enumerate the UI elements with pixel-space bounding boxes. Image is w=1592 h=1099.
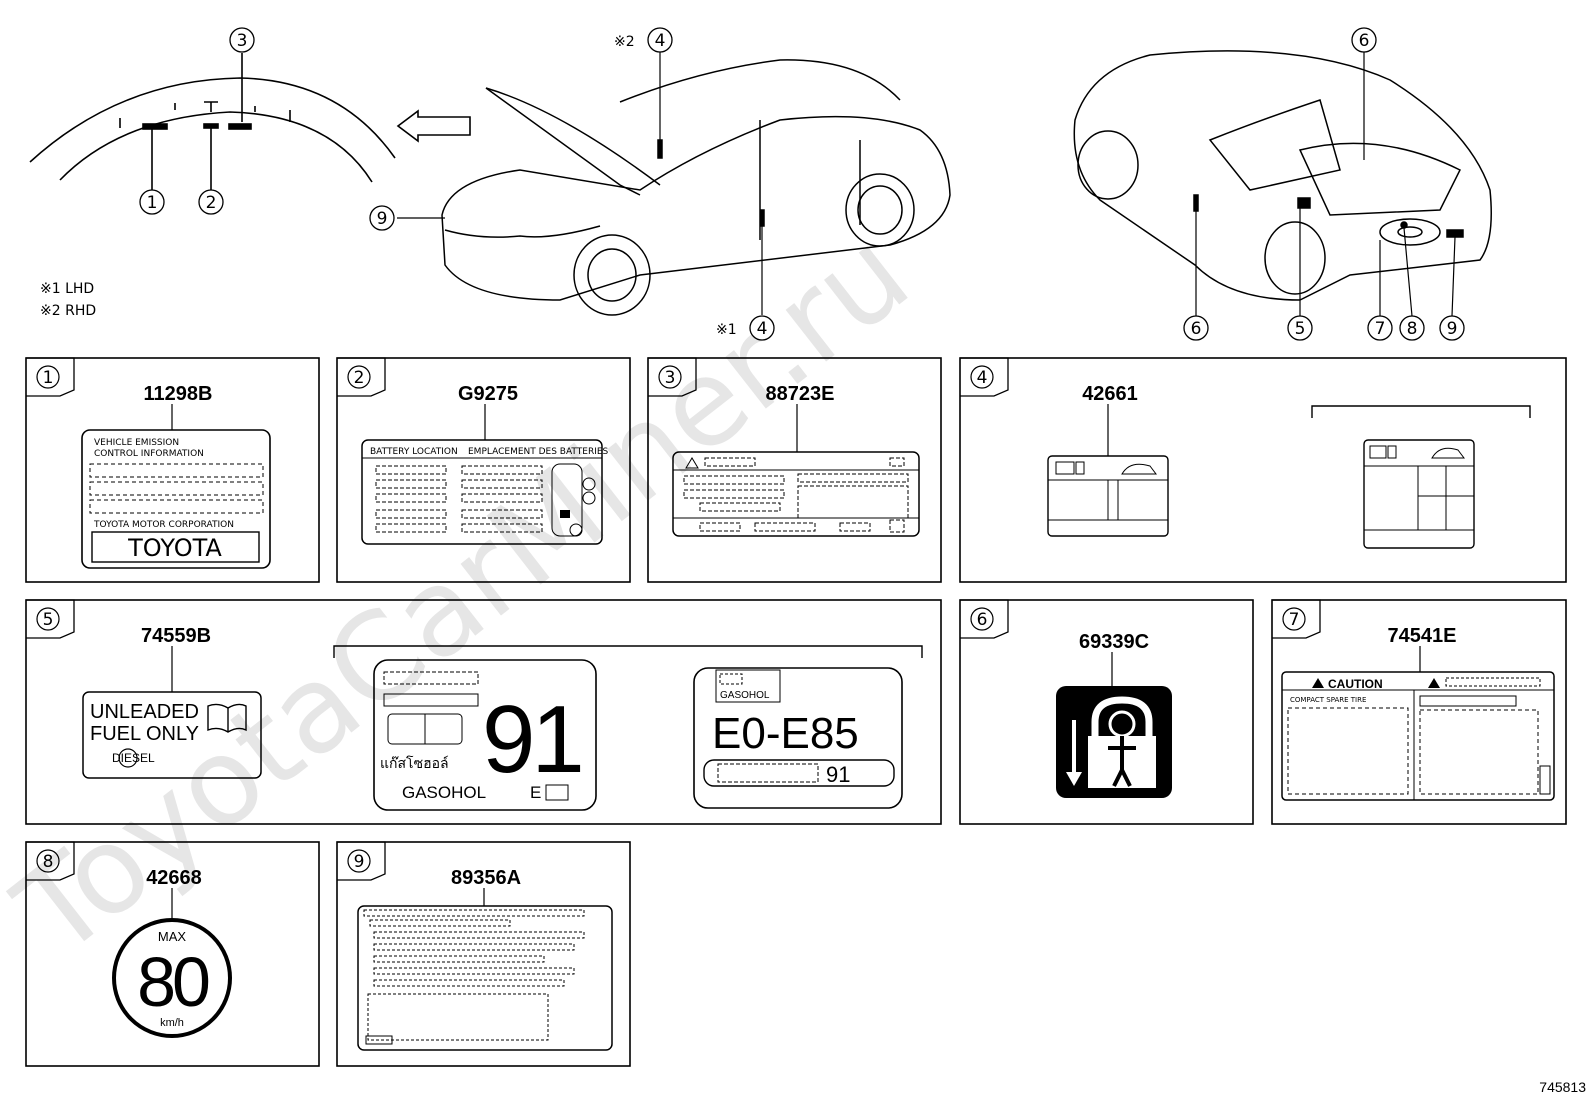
panel-1-part-number: 11298B — [144, 383, 213, 405]
panel-2: 2 G9275 BATTERY LOCATION EMPLACEMENT DES… — [336, 357, 631, 583]
callout-9-front: 9 — [369, 205, 395, 231]
panel-9: 9 89356A — [336, 841, 631, 1067]
battery-location-fr-text: EMPLACEMENT DES BATTERIES — [468, 447, 609, 457]
panel-3-number: 3 — [665, 368, 676, 388]
callout-6-rear-bottom: 6 — [1183, 315, 1209, 341]
panel-2-part-number: G9275 — [458, 383, 518, 405]
panel-8-part-number: 42668 — [146, 867, 202, 889]
panel-4-number: 4 — [977, 368, 988, 388]
fuel-only-text: FUEL ONLY — [90, 723, 199, 745]
speed-unit-text: km/h — [160, 1017, 184, 1029]
panel-1-number: 1 — [43, 368, 54, 388]
svg-text:9: 9 — [1447, 319, 1458, 339]
svg-text:5: 5 — [1295, 319, 1306, 339]
octane-91-text: 91 — [482, 686, 581, 793]
diesel-text: DIESEL — [112, 751, 155, 765]
callout-2-top: 2 — [198, 189, 224, 215]
svg-text:6: 6 — [1191, 319, 1202, 339]
callout-6-rear-top: 6 — [1351, 27, 1377, 53]
speed-limit-sign — [112, 918, 232, 1038]
svg-text:2: 2 — [206, 193, 217, 213]
panel-1: 1 11298B VEHICLE EMISSION CONTROL INFORM… — [25, 357, 320, 583]
emission-label-line-2: CONTROL INFORMATION — [94, 449, 204, 459]
toyota-brand-text: TOYOTA — [127, 534, 222, 562]
car-rear-view-sketch — [1073, 50, 1492, 317]
max-text: MAX — [158, 929, 187, 944]
panel-2-number: 2 — [354, 368, 365, 388]
gasohol-small-text: GASOHOL — [720, 690, 770, 701]
manual-book-icon — [207, 703, 247, 733]
panel-5-number: 5 — [43, 610, 54, 630]
direction-arrow-icon — [396, 109, 471, 143]
callout-7-rear: 7 — [1367, 315, 1393, 341]
panel-8-number: 8 — [43, 852, 54, 872]
panel-6-number: 6 — [977, 610, 988, 630]
octane-91-small-text: 91 — [826, 762, 850, 787]
svg-text:9: 9 — [377, 209, 388, 229]
child-lock-icon — [1056, 686, 1172, 798]
battery-location-text: BATTERY LOCATION — [370, 447, 458, 457]
panel-3: 3 88723E — [647, 357, 942, 583]
compact-spare-tire-text: COMPACT SPARE TIRE — [1290, 696, 1366, 704]
callout-8-rear: 8 — [1399, 315, 1425, 341]
e0-e85-text: E0-E85 — [712, 709, 859, 758]
no-diesel-icon — [118, 748, 138, 768]
dashboard-sketch — [29, 53, 396, 190]
note-rhd: ※2 RHD — [40, 303, 96, 319]
panel-3-part-number: 88723E — [766, 383, 835, 405]
gasohol-e-text: E — [530, 783, 541, 802]
caution-text: CAUTION — [1328, 677, 1383, 691]
emission-label-corp: TOYOTA MOTOR CORPORATION — [93, 520, 234, 530]
note-lhd: ※1 LHD — [40, 281, 94, 297]
panel-9-part-number: 89356A — [451, 867, 521, 889]
svg-text:1: 1 — [147, 193, 158, 213]
panel-7-number: 7 — [1289, 610, 1300, 630]
svg-text:3: 3 — [237, 31, 248, 51]
callout-9-rear: 9 — [1439, 315, 1465, 341]
callout-4-rhd: ※2 4 — [614, 27, 673, 53]
panel-6: 6 69339C — [959, 599, 1254, 825]
svg-text:4: 4 — [655, 31, 666, 51]
svg-text:※1: ※1 — [716, 322, 737, 338]
callout-1-top: 1 — [139, 189, 165, 215]
callout-3-top: 3 — [229, 27, 255, 53]
panel-7: 7 74541E CAUTION COMPACT SPARE TIRE — [1271, 599, 1567, 825]
panel-6-part-number: 69339C — [1079, 631, 1149, 653]
panel-5-part-number: 74559B — [141, 625, 211, 647]
svg-text:6: 6 — [1359, 31, 1370, 51]
panel-4: 4 42661 — [959, 357, 1567, 583]
panel-7-part-number: 74541E — [1388, 625, 1457, 647]
panel-8: 8 42668 MAX 80 km/h — [25, 841, 320, 1067]
car-front-view-sketch — [397, 52, 951, 316]
callout-5-rear: 5 — [1287, 315, 1313, 341]
svg-text:4: 4 — [757, 319, 768, 339]
panel-4-part-number: 42661 — [1082, 383, 1138, 405]
diagram-id: 745813 — [1539, 1079, 1586, 1095]
svg-text:7: 7 — [1375, 319, 1386, 339]
panel-5: 5 74559B UNLEADED FUEL ONLY DIESEL 91 แก… — [25, 599, 942, 825]
emission-label-line-1: VEHICLE EMISSION — [94, 438, 179, 448]
gasohol-text: GASOHOL — [402, 783, 486, 802]
panel-9-number: 9 — [354, 852, 365, 872]
svg-text:8: 8 — [1407, 319, 1418, 339]
thai-gasohol-text: แก๊สโซฮอล์ — [380, 755, 449, 772]
speed-limit-value: 80 — [137, 943, 209, 1021]
unleaded-text: UNLEADED — [90, 701, 199, 723]
svg-text:※2: ※2 — [614, 34, 635, 50]
callout-4-lhd: ※1 4 — [716, 315, 775, 341]
